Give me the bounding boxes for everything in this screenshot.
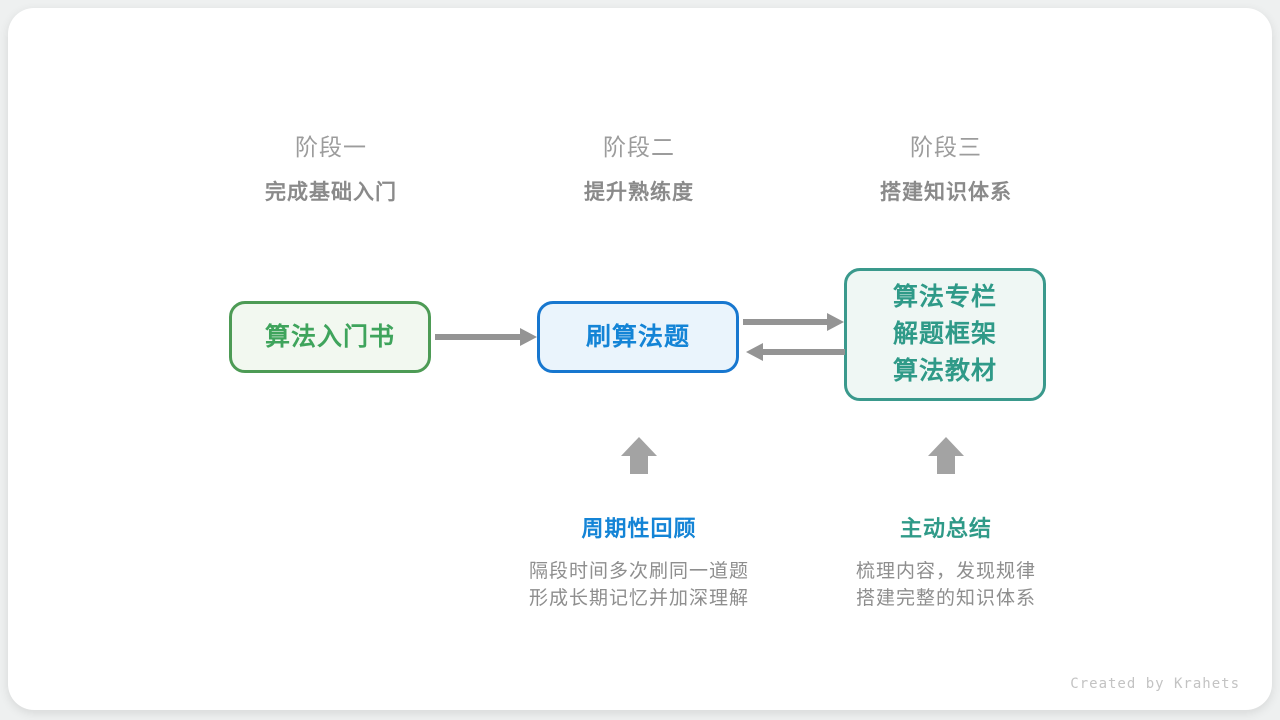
stage-1-subtitle: 完成基础入门 — [265, 181, 397, 204]
stage-2-subtitle: 提升熟练度 — [584, 181, 694, 204]
stage-3-label: 阶段三 — [910, 134, 982, 160]
annotation-periodic-review-desc: 隔段时间多次刷同一道题 形成长期记忆并加深理解 — [528, 561, 749, 609]
node-label: 算法教材 — [892, 357, 997, 385]
stage-2-label: 阶段二 — [603, 134, 675, 160]
annotation-active-summary-title: 主动总结 — [899, 516, 992, 541]
node-label: 算法入门书 — [264, 322, 395, 351]
node-practice-problems: 刷算法题 — [537, 301, 739, 373]
annotation-periodic-review-title: 周期性回顾 — [581, 516, 697, 541]
node-label: 刷算法题 — [585, 322, 690, 351]
node-label: 解题框架 — [892, 320, 997, 348]
node-knowledge-resources: 算法专栏 解题框架 算法教材 — [844, 268, 1046, 401]
annotation-active-summary-desc: 梳理内容，发现规律 搭建完整的知识体系 — [855, 561, 1036, 609]
stage-1-label: 阶段一 — [295, 134, 367, 160]
node-label: 算法专栏 — [892, 283, 997, 311]
node-algorithm-intro-book: 算法入门书 — [229, 301, 431, 373]
footer-credit: Created by Krahets — [1070, 676, 1240, 692]
stage-3-subtitle: 搭建知识体系 — [880, 181, 1012, 204]
